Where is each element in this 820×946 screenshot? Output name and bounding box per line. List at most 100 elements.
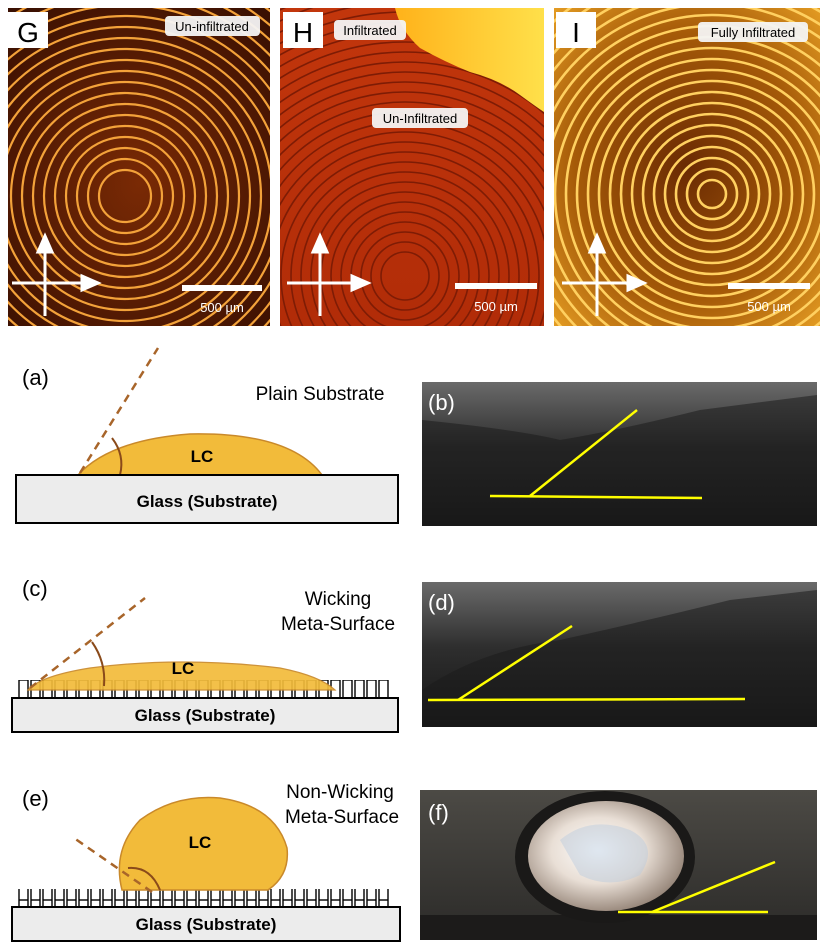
- photo-f-birefringence: [560, 824, 648, 883]
- fit-line-f-tangent: [651, 860, 776, 914]
- fit-line-d-baseline: [427, 697, 746, 702]
- polarizer-arrows-i: [562, 232, 648, 316]
- panel-h-tag: Infiltrated: [343, 23, 396, 38]
- ring-i: [641, 123, 783, 265]
- substrate-label-e: Glass (Substrate): [136, 915, 277, 934]
- panel-g-tag: Un-infiltrated: [175, 19, 249, 34]
- tangent-dashed-c: [29, 597, 146, 689]
- ring-g: [8, 36, 270, 326]
- ring-i: [674, 156, 750, 232]
- caption-plain-substrate: Plain Substrate: [256, 384, 385, 405]
- scale-label-h: 500 µm: [474, 299, 518, 314]
- panel-g-tag-box: [165, 16, 260, 36]
- panel-g: G Un-infiltrated 500 µm: [8, 8, 270, 326]
- panel-h-letter: H: [293, 17, 313, 48]
- contact-angle-arc-e: [127, 866, 161, 891]
- label-f: (f): [428, 800, 449, 825]
- ring-g: [8, 58, 263, 326]
- ring-h: [280, 91, 544, 157]
- tangent-dashed-a: [78, 347, 160, 474]
- label-d: (d): [428, 590, 455, 615]
- scale-bar-h: [455, 283, 537, 289]
- ring-i: [685, 167, 739, 221]
- ring-g: [86, 157, 164, 235]
- ring-g: [64, 135, 186, 257]
- ring-h: [370, 241, 440, 311]
- caption-wicking-line2: Meta-Surface: [281, 614, 395, 635]
- fit-line-b-tangent: [529, 409, 638, 497]
- lc-label-a: LC: [191, 447, 214, 466]
- ring-g: [53, 124, 197, 268]
- panel-i-tag-box: [698, 22, 808, 42]
- ring-g: [8, 47, 270, 326]
- lc-droplet-e: [118, 796, 289, 891]
- panel-g-letter: G: [17, 17, 39, 48]
- row-wicking: (c) Wicking Meta-Surface LC Glass (Subst…: [11, 576, 817, 733]
- ring-h: [280, 151, 530, 326]
- ring-g: [8, 14, 270, 326]
- ring-g: [75, 146, 175, 246]
- polarizer-arrows-g: [12, 232, 102, 316]
- ring-h: [280, 71, 544, 128]
- pillar-array-e: [18, 889, 390, 908]
- panel-i-letter: I: [572, 17, 580, 48]
- panel-h-letter-box: H: [283, 12, 323, 48]
- ring-h: [340, 211, 470, 326]
- ring-h: [280, 41, 544, 89]
- ring-h: [290, 161, 520, 326]
- panel-g-letter-box: G: [8, 12, 48, 48]
- label-b: (b): [428, 390, 455, 415]
- scale-bar-i: [728, 283, 810, 289]
- ring-h: [280, 81, 544, 142]
- row-plain-substrate: (a) Plain Substrate LC Glass (Substrate)…: [15, 347, 817, 526]
- ring-g: [42, 113, 208, 279]
- ring-g: [8, 25, 270, 326]
- contact-angle-arc-a: [111, 437, 123, 476]
- panel-h-tag2-box: [372, 108, 468, 128]
- scale-bar-g: [182, 285, 262, 291]
- ring-h: [380, 251, 430, 301]
- ring-h: [310, 181, 500, 326]
- ring-g: [20, 91, 230, 301]
- label-c: (c): [22, 576, 48, 601]
- photo-b-drop: [422, 395, 817, 526]
- panel-h: H Infiltrated Un-Infiltrated 500 µm: [280, 8, 544, 326]
- ring-g: [97, 168, 153, 224]
- panel-i-letter-box: I: [556, 12, 596, 48]
- caption-nonwicking-line2: Meta-Surface: [285, 807, 399, 828]
- contact-angle-arc-c: [91, 641, 106, 687]
- ring-h: [280, 141, 540, 326]
- ring-i: [630, 112, 794, 276]
- substrate-label-c: Glass (Substrate): [135, 706, 276, 725]
- lc-label-e: LC: [189, 833, 212, 852]
- lc-droplet-a: [76, 433, 324, 476]
- ring-i: [597, 79, 820, 309]
- ring-h: [280, 101, 544, 173]
- ring-g: [9, 80, 241, 312]
- scale-label-i: 500 µm: [747, 299, 791, 314]
- panel-h-infiltrated-region: [395, 8, 544, 112]
- ring-h: [330, 201, 480, 326]
- photo-d-drop: [422, 590, 817, 727]
- tangent-dashed-e: [73, 836, 153, 894]
- label-a: (a): [22, 365, 49, 390]
- ring-i: [696, 178, 728, 210]
- lc-label-c: LC: [172, 659, 195, 678]
- glass-substrate-e: [11, 906, 401, 942]
- panel-h-tag-box: [334, 20, 406, 40]
- panel-g-rings: [8, 8, 270, 326]
- ring-i: [575, 57, 820, 326]
- glass-substrate-a: [15, 474, 399, 524]
- glass-substrate-c: [11, 697, 399, 733]
- scale-label-g: 500 µm: [200, 300, 244, 315]
- ring-i: [608, 90, 816, 298]
- ring-h: [280, 51, 544, 102]
- ring-i: [663, 145, 761, 243]
- caption-nonwicking-line1: Non-Wicking: [286, 782, 394, 803]
- panel-i: I Fully Infiltrated 500 µm: [554, 8, 820, 326]
- photo-f-drop: [528, 801, 684, 911]
- ring-h: [280, 61, 544, 115]
- ring-g: [8, 69, 252, 323]
- ring-i: [554, 13, 820, 326]
